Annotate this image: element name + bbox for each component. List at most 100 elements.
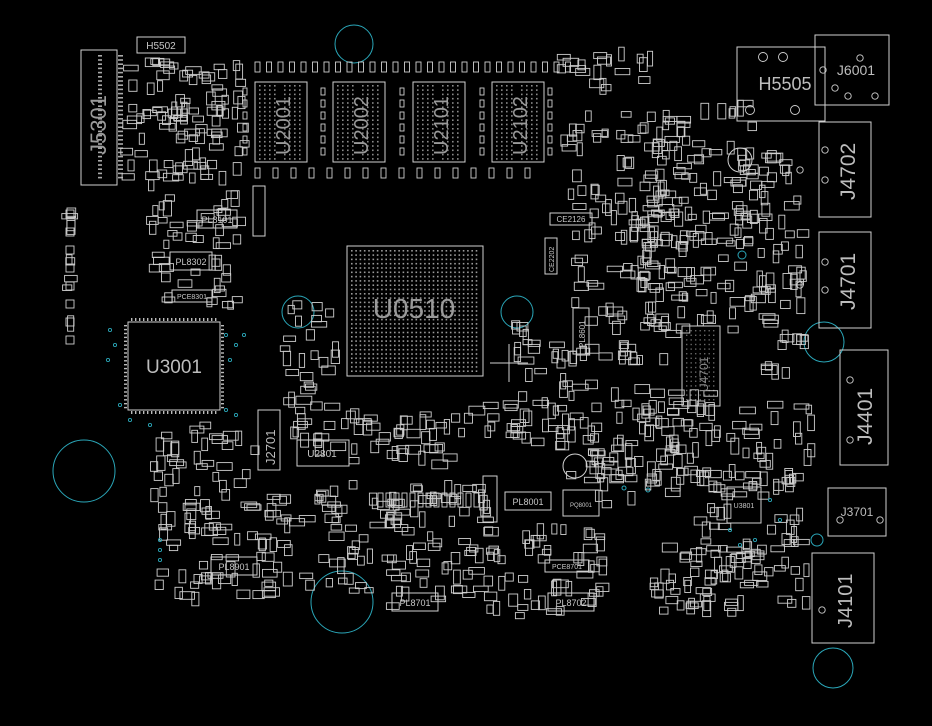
bga-ball bbox=[381, 297, 383, 299]
passive-component bbox=[159, 486, 167, 497]
bga-ball bbox=[475, 284, 478, 286]
passive-component bbox=[713, 482, 722, 493]
passive-component bbox=[703, 267, 712, 282]
passive-component bbox=[757, 491, 770, 500]
bga-ball bbox=[372, 89, 374, 91]
bga-ball bbox=[417, 140, 419, 143]
bga-ball bbox=[351, 267, 353, 269]
bga-ball bbox=[372, 85, 374, 87]
bga-ball bbox=[274, 145, 276, 147]
passive-component bbox=[425, 492, 432, 508]
bga-ball bbox=[496, 115, 498, 117]
bga-ball bbox=[467, 370, 469, 372]
passive-component bbox=[399, 147, 405, 156]
passive-component bbox=[453, 569, 461, 585]
label-h5505: H5505 bbox=[758, 74, 811, 94]
bga-ball bbox=[708, 330, 710, 332]
connector-pin bbox=[98, 92, 102, 95]
bga-ball bbox=[347, 97, 349, 100]
bga-ball bbox=[372, 132, 374, 134]
bga-ball bbox=[367, 140, 369, 143]
passive-component bbox=[551, 351, 559, 364]
bga-ball bbox=[284, 149, 286, 152]
passive-component bbox=[619, 341, 628, 357]
passive-component bbox=[636, 276, 646, 292]
via bbox=[621, 485, 627, 491]
label-pl8001: PL8001 bbox=[512, 497, 543, 507]
bga-ball bbox=[389, 267, 392, 269]
passive-component bbox=[595, 463, 606, 480]
passive-component bbox=[660, 189, 670, 197]
bga-ball bbox=[467, 357, 469, 360]
bga-ball bbox=[462, 301, 465, 304]
bga-ball bbox=[417, 115, 419, 117]
bga-ball bbox=[351, 284, 353, 286]
bga-ball bbox=[432, 128, 434, 130]
passive-component bbox=[180, 108, 188, 125]
bga-ball bbox=[337, 140, 339, 143]
bga-ball bbox=[264, 123, 266, 126]
bga-ball bbox=[355, 293, 357, 295]
passive-component bbox=[504, 403, 518, 412]
passive-component bbox=[163, 239, 170, 249]
bga-ball bbox=[284, 89, 286, 91]
bga-ball bbox=[368, 280, 370, 282]
passive-component bbox=[547, 123, 553, 132]
passive-component bbox=[432, 538, 443, 548]
bga-ball bbox=[452, 115, 454, 117]
bga-ball bbox=[347, 128, 349, 130]
bga-ball bbox=[337, 85, 339, 87]
passive-component bbox=[415, 61, 422, 73]
bga-ball bbox=[406, 280, 409, 282]
bga-ball bbox=[457, 123, 459, 126]
passive-component bbox=[358, 534, 369, 543]
bga-ball bbox=[359, 250, 362, 252]
passive-component bbox=[330, 524, 343, 531]
passive-component bbox=[617, 177, 633, 187]
passive-component bbox=[122, 119, 138, 130]
passive-component bbox=[556, 358, 566, 369]
passive-component bbox=[469, 544, 479, 553]
bga-ball bbox=[458, 301, 461, 304]
bga-ball bbox=[452, 153, 454, 156]
bga-ball bbox=[362, 153, 364, 156]
labels: U0510 U3001 J5301 U2001 U2002 U2101 U210… bbox=[86, 41, 877, 628]
passive-component bbox=[542, 61, 548, 73]
passive-component bbox=[200, 499, 210, 513]
bga-ball bbox=[511, 149, 513, 152]
passive-component bbox=[350, 408, 360, 424]
passive-component bbox=[739, 165, 750, 176]
passive-component bbox=[597, 56, 611, 65]
bga-ball bbox=[467, 250, 469, 252]
passive-component bbox=[232, 216, 246, 227]
passive-component bbox=[708, 480, 718, 492]
passive-component bbox=[766, 172, 777, 183]
bga-ball bbox=[511, 136, 513, 139]
bga-ball bbox=[362, 110, 364, 113]
passive-component bbox=[644, 142, 660, 152]
chip-pin bbox=[163, 411, 165, 414]
bga-ball bbox=[432, 140, 434, 143]
passive-component bbox=[770, 411, 779, 426]
passive-component bbox=[462, 484, 477, 492]
passive-component bbox=[468, 405, 486, 416]
passive-component bbox=[591, 402, 602, 413]
bga-ball bbox=[713, 334, 715, 336]
label-pce8701: PCE8701 bbox=[552, 564, 582, 571]
bga-ball bbox=[422, 115, 424, 117]
bga-ball bbox=[264, 153, 266, 156]
bga-ball bbox=[347, 158, 349, 160]
bga-ball bbox=[289, 132, 291, 134]
passive-component bbox=[661, 542, 678, 553]
bga-ball bbox=[458, 348, 461, 351]
bga-ball bbox=[496, 145, 498, 147]
bga-ball bbox=[424, 275, 426, 278]
bga-ball bbox=[449, 310, 452, 312]
bga-ball bbox=[368, 301, 370, 304]
bga-ball bbox=[368, 305, 370, 308]
bga-ball bbox=[686, 330, 688, 332]
bga-ball bbox=[511, 115, 513, 117]
chip-pin bbox=[187, 318, 189, 321]
bga-ball bbox=[355, 305, 357, 308]
passive-component bbox=[295, 395, 313, 405]
